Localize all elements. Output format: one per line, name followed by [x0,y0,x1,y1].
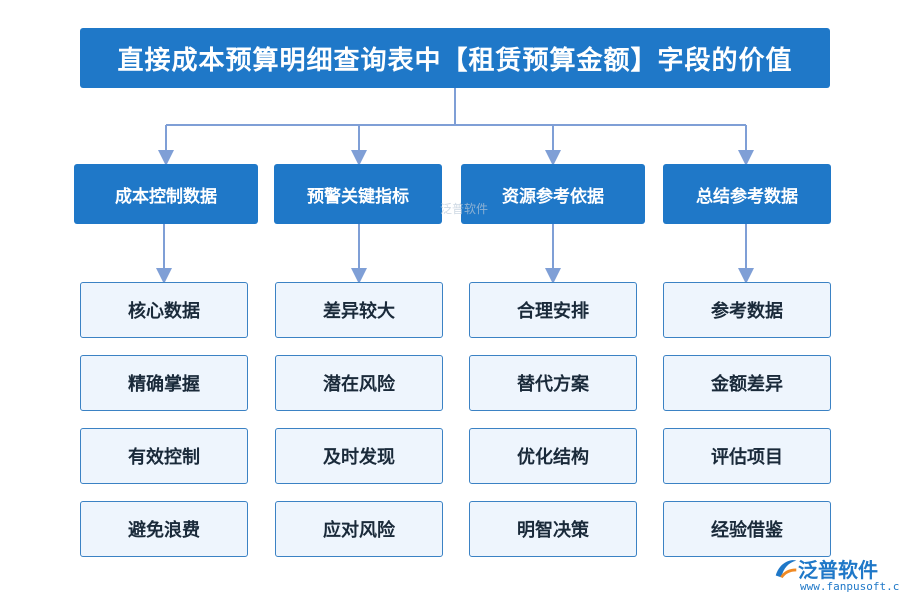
item-box: 明智决策 [469,501,637,557]
item-box: 经验借鉴 [663,501,831,557]
category-summary-reference: 总结参考数据 [663,164,831,224]
brand-logo-icon [775,560,797,579]
item-box: 金额差异 [663,355,831,411]
item-box: 合理安排 [469,282,637,338]
item-box: 差异较大 [275,282,443,338]
item-box: 参考数据 [663,282,831,338]
item-box: 核心数据 [80,282,248,338]
brand-logo-name: 泛普软件 [798,558,878,582]
item-box: 优化结构 [469,428,637,484]
category-cost-control: 成本控制数据 [74,164,258,224]
item-box: 有效控制 [80,428,248,484]
watermark: 泛普软件 [440,202,489,216]
item-box: 及时发现 [275,428,443,484]
item-box: 评估项目 [663,428,831,484]
item-box: 精确掌握 [80,355,248,411]
item-box: 潜在风险 [275,355,443,411]
diagram-title: 直接成本预算明细查询表中【租赁预算金额】字段的价值 [80,28,830,88]
item-box: 应对风险 [275,501,443,557]
brand-logo-url: www.fanpusoft.com [800,580,900,593]
item-box: 替代方案 [469,355,637,411]
category-resource-reference: 资源参考依据 [461,164,645,224]
category-warning-indicators: 预警关键指标 [274,164,442,224]
item-box: 避免浪费 [80,501,248,557]
